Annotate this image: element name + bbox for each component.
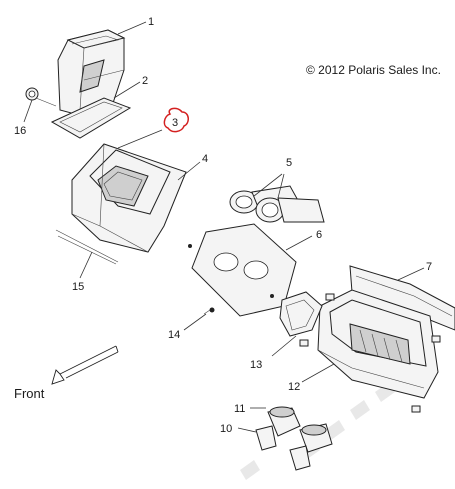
callout-6: 6	[316, 229, 322, 241]
part-13-seal	[279, 291, 323, 337]
leader-10	[237, 427, 257, 433]
leader-5a	[253, 173, 283, 197]
leader-6	[285, 235, 313, 251]
leader-5b	[277, 173, 285, 199]
callout-11: 11	[234, 403, 245, 415]
callout-12: 12	[288, 381, 300, 393]
part-15-seal-strip	[55, 229, 119, 265]
leader-1	[117, 21, 147, 35]
part-1-intake-duct	[57, 29, 126, 119]
callout-5: 5	[286, 157, 292, 169]
part-16-clamp	[25, 87, 57, 107]
front-label: Front	[14, 386, 45, 401]
highlight-circle-3	[163, 107, 189, 133]
part-4-airbox-lid	[71, 143, 187, 253]
callout-14: 14	[168, 329, 180, 341]
leader-14	[183, 313, 207, 331]
callout-3: 3	[172, 117, 178, 129]
callout-16: 16	[14, 125, 26, 137]
leader-3	[117, 129, 163, 149]
leader-15	[79, 251, 93, 279]
part-11-boots	[267, 406, 333, 453]
part-5-filters	[229, 185, 325, 223]
part-14-screw	[203, 307, 215, 315]
part-2-gasket	[50, 97, 132, 139]
callout-2: 2	[142, 75, 148, 87]
copyright-text: © 2012 Polaris Sales Inc.	[306, 63, 441, 77]
leader-7	[397, 267, 425, 281]
callout-7: 7	[426, 261, 432, 273]
part-12-airbox-base	[299, 289, 441, 413]
callout-1: 1	[148, 16, 154, 28]
callout-10: 10	[220, 423, 232, 435]
leader-2	[113, 81, 141, 99]
leader-12	[301, 363, 335, 383]
callout-13: 13	[250, 359, 262, 371]
part-10-clamps	[255, 425, 311, 471]
leader-13	[271, 335, 297, 357]
front-arrow	[51, 345, 119, 385]
callout-15: 15	[72, 281, 84, 293]
leader-4	[177, 161, 201, 181]
leader-16	[23, 99, 33, 123]
part-6-filter-plate	[188, 223, 297, 317]
callout-4: 4	[202, 153, 208, 165]
